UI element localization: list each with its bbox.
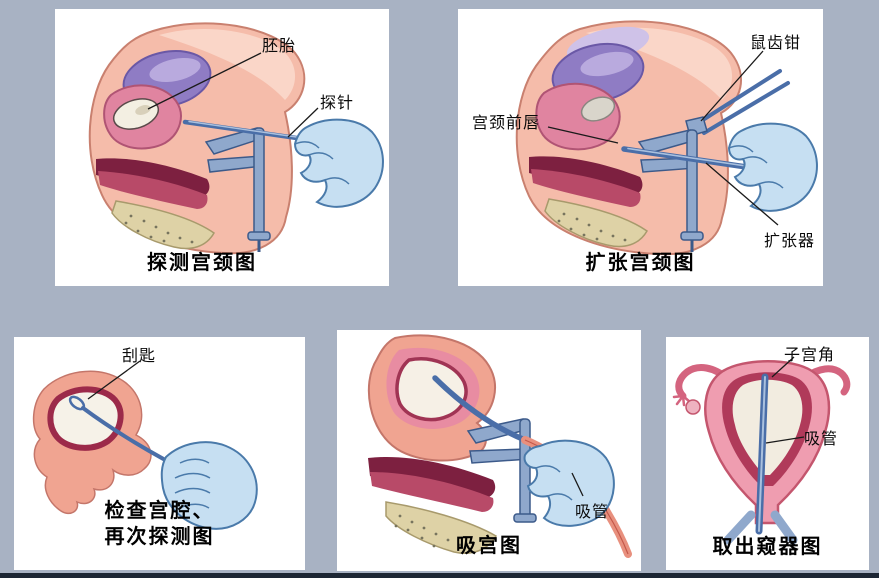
pelvis-side-view <box>88 22 306 255</box>
suction-illustration <box>367 334 632 558</box>
pelvis-side-view <box>515 20 742 256</box>
bladder-highlight <box>580 51 634 77</box>
label-suction-tube: 吸管 <box>804 431 839 448</box>
uterine-cavity-shape <box>732 379 803 475</box>
caption-check-cavity-line1: 检查宫腔、 <box>104 500 215 522</box>
gloved-hand-icon <box>160 441 258 530</box>
bone-stipple <box>557 212 627 242</box>
bladder-highlight <box>149 57 201 83</box>
bone-stipple <box>394 514 462 548</box>
caption-suction: 吸宫图 <box>456 535 522 557</box>
label-dilator: 扩张器 <box>764 233 816 250</box>
uterus-cavity-shape <box>47 386 124 451</box>
gloved-hand-icon <box>523 439 615 527</box>
pubic-bone-shape <box>385 501 498 554</box>
ovary-shape <box>685 399 701 415</box>
uterus-cavity-shape <box>395 357 468 422</box>
label-embryo: 胚胎 <box>262 38 297 55</box>
body-highlight <box>586 27 733 101</box>
panel-probe-cervix: 胚胎 探针 探测宫颈图 <box>55 9 389 286</box>
right-fallopian-tube <box>802 365 851 396</box>
uterus-side-view <box>32 370 152 515</box>
speculum-icon <box>204 127 271 252</box>
bone-stipple <box>124 214 194 244</box>
gestational-sac-shape <box>580 96 616 122</box>
sacrum-bone-shape <box>544 198 648 248</box>
leader-line-tube <box>571 472 584 497</box>
caption-check-cavity: 检查宫腔、 再次探测图 <box>14 498 305 550</box>
caption-remove-speculum: 取出窥器图 <box>712 536 823 558</box>
gloved-hand-icon <box>727 122 818 212</box>
sacrum-bone-shape <box>111 200 215 250</box>
dilator-icon <box>621 146 763 172</box>
speculum-blades-icon <box>723 510 798 545</box>
speculum-removal-illustration <box>672 356 851 545</box>
caption-probe-cervix: 探测宫颈图 <box>147 252 257 274</box>
leader-line-uterine-horn <box>771 356 795 378</box>
label-anterior-lip: 宫颈前唇 <box>472 115 541 132</box>
leader-line-tube <box>765 436 805 444</box>
leader-line-embryo <box>147 52 262 110</box>
label-uterine-horn: 子宫角 <box>784 347 836 364</box>
leader-line-curette <box>87 360 141 400</box>
fimbriae <box>672 394 692 407</box>
label-probe: 探针 <box>320 95 355 112</box>
embryo-shape <box>135 105 151 115</box>
leader-line-probe <box>287 107 319 138</box>
label-forceps: 鼠齿钳 <box>750 35 802 52</box>
suction-tube-icon <box>755 373 769 535</box>
gloved-hand-icon <box>293 118 384 208</box>
label-curette: 刮匙 <box>122 348 157 365</box>
vaginal-canal-mid <box>370 472 494 512</box>
panel-remove-speculum: 子宫角 吸管 取出窥器图 <box>666 337 869 570</box>
dilate-cervix-illustration <box>515 20 818 256</box>
caption-dilate-cervix: 扩张宫颈图 <box>585 252 696 274</box>
probe-cervix-illustration <box>88 22 384 255</box>
leader-line-anterior-lip <box>547 126 619 144</box>
body-highlight <box>159 28 296 101</box>
leader-line-dilator <box>705 162 779 226</box>
panel-dilate-cervix: 鼠齿钳 宫颈前唇 扩张器 扩张宫颈图 <box>458 9 823 286</box>
left-fallopian-tube <box>675 364 732 400</box>
vaginal-canal-mid <box>98 171 208 209</box>
leader-line-forceps <box>700 50 764 122</box>
panel-check-cavity: 刮匙 检查宫腔、 再次探测图 <box>14 337 305 570</box>
vaginal-canal-mid <box>531 169 641 207</box>
speculum-icon <box>637 129 704 252</box>
label-suction-tube: 吸管 <box>575 504 610 521</box>
caption-check-cavity-line2: 再次探测图 <box>104 526 215 548</box>
bottom-border <box>0 573 879 578</box>
uterus-frontal-view <box>672 360 851 525</box>
curette-check-illustration <box>32 360 258 530</box>
panel-suction: 吸管 吸宫图 <box>337 330 641 571</box>
uterus-side-view <box>367 334 498 554</box>
